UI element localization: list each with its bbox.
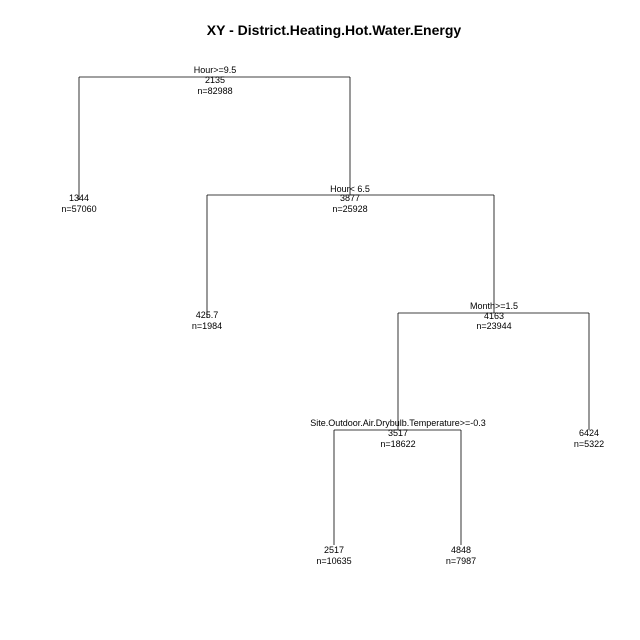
diagram-title: XY - District.Heating.Hot.Water.Energy — [207, 22, 462, 38]
node-split-rule: Month>=1.5 — [470, 301, 518, 311]
node-mean-value: 2135 — [205, 75, 225, 85]
node-sample-count: n=18622 — [380, 439, 415, 449]
node-sample-count: n=1984 — [192, 321, 222, 331]
node-split-rule: Site.Outdoor.Air.Drybulb.Temperature>=-0… — [310, 418, 486, 428]
node-sample-count: n=5322 — [574, 439, 604, 449]
node-split-rule: Hour>=9.5 — [194, 65, 237, 75]
node-mean-value: 4848 — [451, 545, 471, 555]
tree-node-RRL: Site.Outdoor.Air.Drybulb.Temperature>=-0… — [310, 418, 486, 449]
node-sample-count: n=23944 — [476, 321, 511, 331]
node-sample-count: n=10635 — [316, 556, 351, 566]
node-split-rule: Hour< 6.5 — [330, 184, 370, 194]
node-sample-count: n=57060 — [61, 204, 96, 214]
tree-edges — [78, 76, 590, 545]
node-mean-value: 3877 — [340, 193, 360, 203]
node-sample-count: n=82988 — [197, 86, 232, 96]
node-mean-value: 425.7 — [196, 310, 219, 320]
node-mean-value: 3517 — [388, 428, 408, 438]
node-sample-count: n=7987 — [446, 556, 476, 566]
node-mean-value: 1344 — [69, 193, 89, 203]
tree-node-RL: 425.7n=1984 — [192, 310, 222, 331]
node-mean-value: 4163 — [484, 311, 504, 321]
node-sample-count: n=25928 — [332, 204, 367, 214]
node-mean-value: 2517 — [324, 545, 344, 555]
node-mean-value: 6424 — [579, 428, 599, 438]
